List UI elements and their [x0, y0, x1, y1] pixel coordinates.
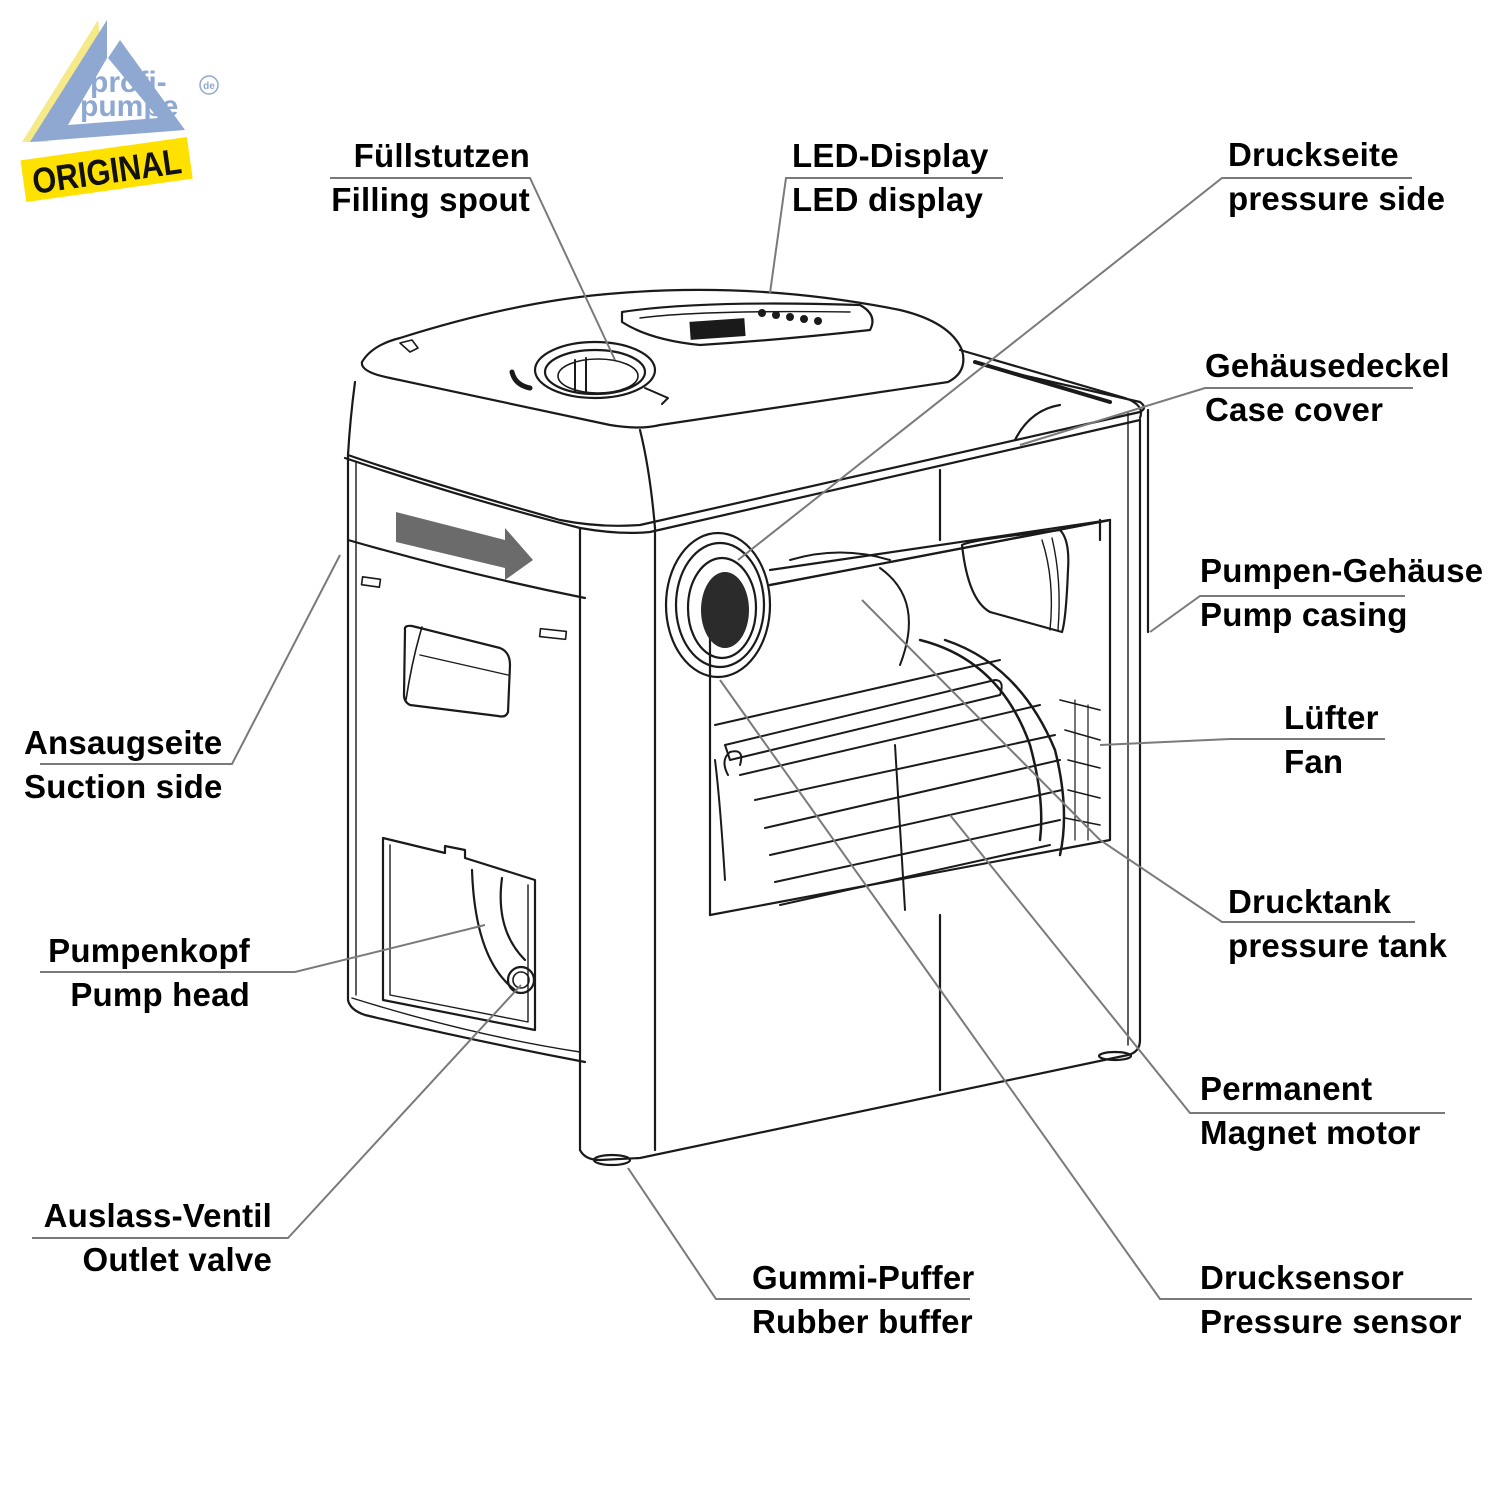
label-de: Permanent	[1200, 1070, 1373, 1107]
label-de: Lüfter	[1284, 699, 1379, 736]
label-en: Rubber buffer	[752, 1303, 973, 1340]
label-rubber-buffer: Gummi-Puffer Rubber buffer	[752, 1256, 974, 1344]
label-en: Outlet valve	[82, 1241, 272, 1278]
flow-direction-arrow	[396, 512, 533, 580]
label-de: Gummi-Puffer	[752, 1259, 975, 1296]
label-de: Druckseite	[1228, 136, 1399, 173]
label-en: Pressure sensor	[1200, 1303, 1462, 1340]
leader-pressure-tank	[861, 599, 1415, 923]
filling-spout-shape	[509, 340, 669, 405]
label-de: Drucktank	[1228, 883, 1392, 920]
logo-de-text: de	[203, 81, 215, 92]
label-de: Drucksensor	[1200, 1259, 1404, 1296]
label-en: Fan	[1284, 743, 1344, 780]
label-outlet-valve: Auslass-Ventil Outlet valve	[20, 1194, 272, 1282]
label-de: Auslass-Ventil	[43, 1197, 272, 1234]
pressure-side-fitting	[664, 518, 1112, 679]
leader-led-display	[769, 177, 1003, 294]
label-en: Suction side	[24, 768, 223, 805]
label-pressure-sensor: Drucksensor Pressure sensor	[1200, 1256, 1462, 1344]
label-en: Case cover	[1205, 391, 1384, 428]
logo-triangle-shadow	[22, 20, 102, 142]
logo-text-pumpe: pumpe	[80, 90, 178, 123]
case-cover-shape	[343, 288, 1146, 534]
leader-pump-casing	[1149, 595, 1405, 633]
label-motor: Permanent Magnet motor	[1200, 1067, 1421, 1155]
label-de: Ansaugseite	[24, 724, 223, 761]
pump-casing-shape	[578, 408, 1150, 1167]
suction-side-face	[346, 458, 587, 1152]
label-led-display: LED-Display LED display	[792, 134, 989, 222]
logo-triangle	[30, 20, 185, 142]
leader-filling-spout	[330, 177, 616, 361]
label-pump-casing: Pumpen-Gehäuse Pump casing	[1200, 549, 1483, 637]
original-badge	[20, 137, 193, 203]
label-en: Filling spout	[331, 181, 530, 218]
label-pressure-side: Druckseite pressure side	[1228, 133, 1445, 221]
logo-text-profi: profi-	[90, 66, 167, 99]
leader-pump-head	[40, 924, 486, 973]
leader-motor	[949, 814, 1445, 1114]
label-pressure-tank: Drucktank pressure tank	[1228, 880, 1447, 968]
label-de: Gehäusedeckel	[1205, 347, 1450, 384]
leader-fan	[1099, 738, 1385, 746]
motor-assembly	[714, 551, 1101, 911]
profi-pumpe-logo: profi- pumpe de ORIGINAL	[20, 20, 219, 203]
label-case-cover: Gehäusedeckel Case cover	[1205, 344, 1450, 432]
label-de: Pumpenkopf	[48, 932, 250, 969]
leader-pressure-side	[737, 177, 1412, 561]
leader-case-cover	[1019, 387, 1413, 446]
label-en: pressure tank	[1228, 927, 1448, 964]
logo-de-circle	[199, 75, 219, 95]
label-de: LED-Display	[792, 137, 989, 174]
leader-pressure-sensor	[719, 679, 1472, 1300]
label-en: pressure side	[1228, 180, 1446, 217]
label-en: LED display	[792, 181, 984, 218]
label-de: Pumpen-Gehäuse	[1200, 552, 1484, 589]
label-en: Magnet motor	[1200, 1114, 1421, 1151]
leader-outlet-valve	[32, 984, 522, 1239]
label-fan: Lüfter Fan	[1284, 696, 1379, 784]
label-de: Füllstutzen	[353, 137, 530, 174]
label-pump-head: Pumpenkopf Pump head	[20, 929, 250, 1017]
leader-rubber-buffer	[627, 1167, 970, 1300]
label-filling-spout: Füllstutzen Filling spout	[300, 134, 530, 222]
label-en: Pump casing	[1200, 596, 1408, 633]
rubber-buffer-foot	[592, 1153, 632, 1167]
label-suction-side: Ansaugseite Suction side	[24, 721, 223, 809]
leader-suction-side	[40, 554, 341, 765]
label-en: Pump head	[70, 976, 250, 1013]
led-display-shape	[620, 302, 874, 347]
